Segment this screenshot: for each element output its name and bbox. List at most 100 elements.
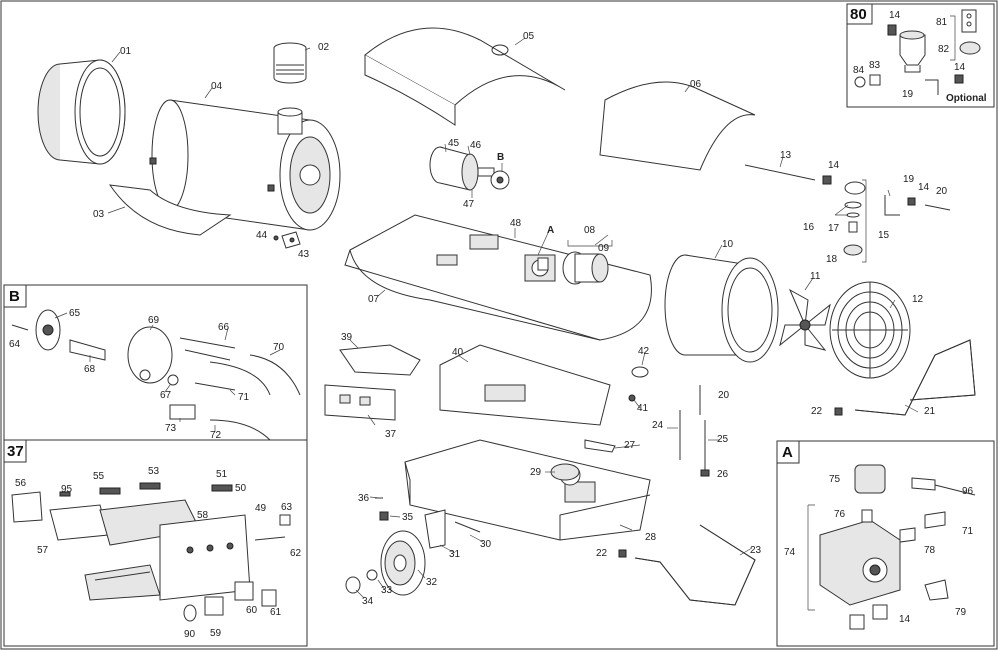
inset-a-tag [776, 440, 800, 464]
label-b64: 64 [9, 339, 21, 350]
inset-80-tag [846, 3, 873, 25]
label-c55: 55 [93, 471, 105, 482]
part-32-wheel [380, 530, 426, 596]
label-25: 25 [717, 434, 729, 445]
label-31: 31 [449, 549, 461, 560]
part-labels: B 37 A 80 Optional 01 02 03 04 05 06 07 … [7, 6, 987, 640]
label-10: 10 [722, 239, 734, 250]
label-a79: 79 [955, 607, 967, 618]
label-44: 44 [256, 230, 268, 241]
label-A: A [547, 225, 554, 236]
label-o82: 82 [938, 44, 950, 55]
label-12: 12 [912, 294, 924, 305]
label-c90: 90 [184, 629, 196, 640]
part-21-rear-handle [854, 339, 976, 416]
label-a76: 76 [834, 509, 846, 520]
part-11-fan-blade [779, 288, 831, 351]
label-c59: 59 [210, 628, 222, 639]
label-b73: 73 [165, 423, 177, 434]
part-07-lower-shell [344, 214, 652, 341]
label-09: 09 [598, 243, 610, 254]
label-03: 03 [93, 209, 105, 220]
label-b67: 67 [160, 390, 172, 401]
label-43: 43 [298, 249, 310, 260]
label-07: 07 [368, 294, 380, 305]
label-c62: 62 [290, 548, 302, 559]
label-04: 04 [211, 81, 223, 92]
inset-a-pump-parts [807, 464, 976, 630]
leader-lines [54, 37, 919, 599]
part-39-control-cover [339, 344, 421, 376]
label-28: 28 [645, 532, 657, 543]
part-40-inner-tray [439, 344, 611, 426]
part-43-44-fasteners [273, 231, 301, 249]
part-22-nut-front [618, 549, 627, 558]
label-o14a: 14 [889, 10, 901, 21]
part-37-control-panel [324, 384, 396, 421]
label-13: 13 [780, 150, 792, 161]
label-a78: 78 [924, 545, 936, 556]
label-o83: 83 [869, 60, 881, 71]
label-08: 08 [584, 225, 596, 236]
part-12-fan-grill [829, 281, 911, 379]
label-c56: 56 [15, 478, 27, 489]
label-20b: 20 [718, 390, 730, 401]
label-17: 17 [828, 223, 840, 234]
label-11: 11 [810, 271, 821, 282]
label-30: 30 [480, 539, 492, 550]
part-45-47-burner-assembly [429, 146, 510, 191]
label-b68: 68 [84, 364, 96, 375]
label-06: 06 [690, 79, 702, 90]
part-22-nut-rear [834, 407, 843, 416]
label-c58: 58 [197, 510, 209, 521]
part-06-rear-cover [599, 81, 756, 171]
part-05-top-cover [364, 27, 566, 126]
part-15-18-filter-assembly [843, 179, 867, 263]
label-41: 41 [637, 403, 649, 414]
part-13-14-fuel-line [744, 164, 832, 185]
part-23-front-handle [634, 524, 756, 606]
label-c61: 61 [270, 607, 282, 618]
label-o84: 84 [853, 65, 865, 76]
label-a74: 74 [784, 547, 796, 558]
label-c50: 50 [235, 483, 247, 494]
label-o14b: 14 [954, 62, 966, 73]
label-47: 47 [463, 199, 475, 210]
part-10-fan-housing [664, 254, 779, 363]
optional-label: Optional [946, 93, 987, 104]
part-48-pump-bracket [537, 257, 549, 271]
label-c57: 57 [37, 545, 49, 556]
label-c60: 60 [246, 605, 258, 616]
label-39: 39 [341, 332, 353, 343]
label-40: 40 [452, 347, 464, 358]
part-27-bracket [584, 439, 616, 453]
label-c63: 63 [281, 502, 293, 513]
part-41-42-gasket [628, 366, 649, 402]
part-29-fuel-gauge [550, 463, 580, 481]
label-b71: 71 [238, 392, 250, 403]
label-b70: 70 [273, 342, 285, 353]
part-33-36-hardware [345, 497, 389, 594]
label-01: 01 [120, 46, 132, 57]
inset-80-filter-parts [854, 9, 981, 95]
label-14b: 14 [918, 182, 930, 193]
label-B: B [497, 152, 504, 163]
label-36: 36 [358, 493, 370, 504]
label-o81: 81 [936, 17, 948, 28]
label-23: 23 [750, 545, 762, 556]
inset-37-tag [3, 439, 27, 463]
label-34: 34 [362, 596, 374, 607]
label-20a: 20 [936, 186, 948, 197]
label-15: 15 [878, 230, 890, 241]
label-18: 18 [826, 254, 838, 265]
label-05: 05 [523, 31, 535, 42]
label-a71: 71 [962, 526, 974, 537]
inset-37-control-parts [11, 482, 291, 622]
label-c53: 53 [148, 466, 160, 477]
label-c49: 49 [255, 503, 267, 514]
inset-80-label: 80 [850, 6, 867, 23]
inset-b-label: B [9, 288, 20, 305]
